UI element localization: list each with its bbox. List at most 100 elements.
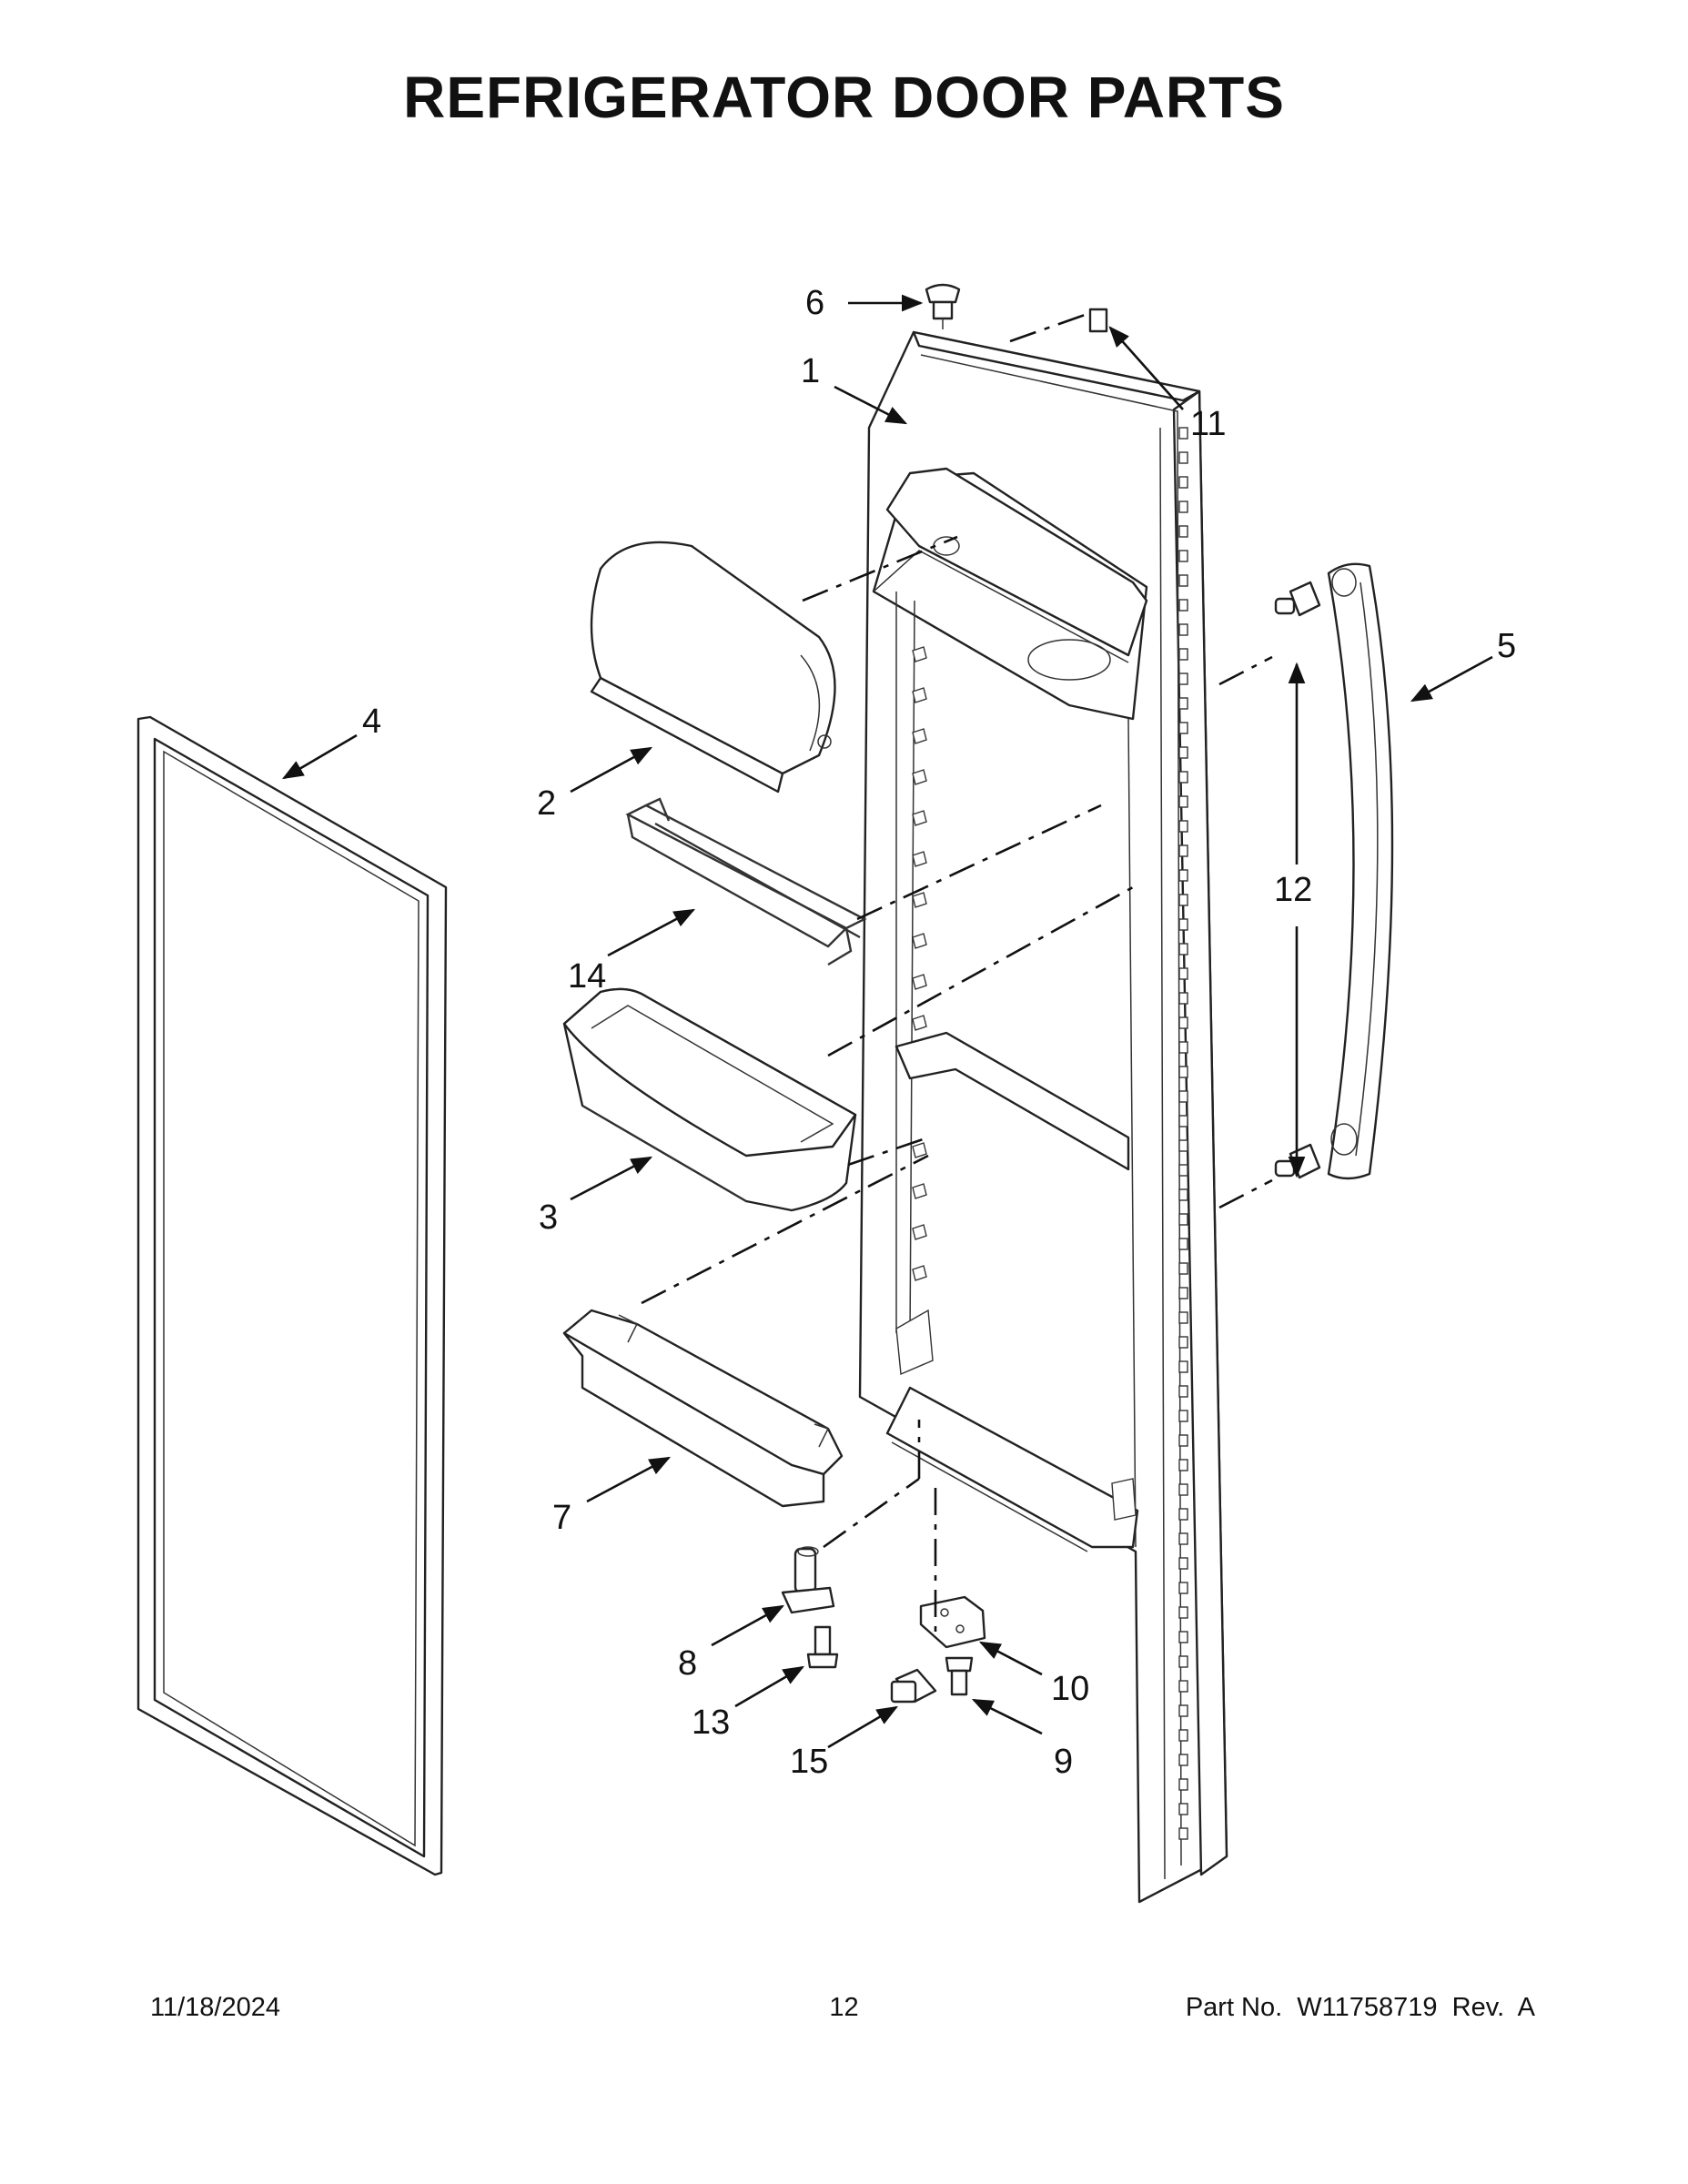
gasket-channel-tick bbox=[1178, 746, 1188, 759]
gasket-channel-tick bbox=[1178, 1827, 1188, 1840]
callout-13: 13 bbox=[692, 1704, 730, 1742]
gasket-channel-tick bbox=[1178, 525, 1188, 538]
gasket-channel-tick bbox=[1178, 1115, 1188, 1127]
liner-shelf-tab bbox=[912, 851, 927, 867]
hinge-screw bbox=[806, 1625, 839, 1669]
page-title: REFRIGERATOR DOOR PARTS bbox=[403, 65, 1285, 130]
footer-part-number: Part No. W11758719 Rev. A bbox=[1185, 1993, 1535, 2022]
callout-14: 14 bbox=[568, 957, 606, 996]
handle-mounting-stud-upper bbox=[1274, 581, 1321, 617]
gasket-channel-tick bbox=[1178, 599, 1188, 612]
liner-shelf-tab bbox=[912, 1183, 927, 1199]
lower-door-bin bbox=[562, 1309, 844, 1508]
callout-8: 8 bbox=[678, 1644, 697, 1683]
callout-10: 10 bbox=[1051, 1670, 1089, 1708]
liner-shelf-tab bbox=[912, 933, 927, 949]
callout-9: 9 bbox=[1054, 1743, 1073, 1781]
gasket-channel-tick bbox=[1178, 1139, 1188, 1152]
door-handle bbox=[1327, 562, 1394, 1180]
liner-shelf-tab bbox=[912, 892, 927, 908]
liner-shelf-tab bbox=[912, 1015, 927, 1031]
gasket-channel-tick bbox=[1178, 672, 1188, 685]
gasket-channel-tick bbox=[1178, 451, 1188, 464]
liner-shelf-tab bbox=[912, 687, 927, 703]
bracket-screw bbox=[945, 1656, 974, 1696]
door-hinge-pin bbox=[781, 1546, 835, 1614]
gasket-channel-tick bbox=[1178, 1041, 1188, 1054]
liner-shelf-tab bbox=[912, 974, 927, 990]
door-label bbox=[1088, 308, 1108, 333]
gasket-channel-tick bbox=[1178, 1188, 1188, 1201]
gasket-channel-tick bbox=[1178, 1016, 1188, 1029]
callout-5: 5 bbox=[1497, 627, 1516, 665]
gasket-channel-tick bbox=[1178, 476, 1188, 489]
callout-11: 11 bbox=[1190, 405, 1226, 443]
callout-2: 2 bbox=[537, 784, 556, 823]
gasket-channel-tick bbox=[1178, 1655, 1188, 1668]
gasket-channel-ticks bbox=[1178, 427, 1188, 1840]
dairy-compartment-door bbox=[590, 541, 836, 794]
gasket-channel-tick bbox=[1178, 1287, 1188, 1299]
gasket-channel-tick bbox=[1178, 992, 1188, 1005]
gasket-channel-tick bbox=[1178, 894, 1188, 906]
gasket-channel-tick bbox=[1178, 1606, 1188, 1619]
gasket-channel-tick bbox=[1178, 1778, 1188, 1791]
gasket-channel-tick bbox=[1178, 1532, 1188, 1545]
callout-6: 6 bbox=[805, 284, 824, 322]
door-liner bbox=[858, 330, 1228, 1904]
gasket-channel-tick bbox=[1178, 1508, 1188, 1521]
gasket-channel-tick bbox=[1178, 1754, 1188, 1766]
liner-shelf-tab bbox=[912, 728, 927, 744]
callout-1: 1 bbox=[801, 352, 820, 390]
gasket-channel-tick bbox=[1178, 574, 1188, 587]
gasket-channel-tick bbox=[1178, 1704, 1188, 1717]
gasket-channel-tick bbox=[1178, 1213, 1188, 1226]
liner-shelf-tab bbox=[912, 769, 927, 785]
gasket-channel-tick bbox=[1178, 1459, 1188, 1471]
gasket-channel-tick bbox=[1178, 1483, 1188, 1496]
callout-12: 12 bbox=[1274, 871, 1312, 909]
gasket-channel-tick bbox=[1178, 623, 1188, 636]
gasket-channel-tick bbox=[1178, 771, 1188, 784]
gasket-channel-tick bbox=[1178, 795, 1188, 808]
liner-shelf-tab bbox=[912, 1142, 927, 1158]
gasket-channel-tick bbox=[1178, 1262, 1188, 1275]
liner-shelf-tab bbox=[912, 1265, 927, 1281]
gasket-channel-tick bbox=[1178, 1803, 1188, 1815]
gasket-channel-tick bbox=[1178, 722, 1188, 734]
liner-shelf-tabs bbox=[912, 646, 927, 1281]
gasket-channel-tick bbox=[1178, 844, 1188, 857]
gasket-channel-tick bbox=[1178, 1238, 1188, 1250]
gasket-channel-tick bbox=[1178, 918, 1188, 931]
footer-date: 11/18/2024 bbox=[150, 1993, 280, 2022]
gasket-channel-tick bbox=[1178, 427, 1188, 440]
wire-shelf-rack bbox=[625, 797, 867, 966]
gasket-channel-tick bbox=[1178, 1557, 1188, 1570]
gasket-channel-tick bbox=[1178, 697, 1188, 710]
gasket-channel-tick bbox=[1178, 1336, 1188, 1349]
callout-7: 7 bbox=[552, 1499, 571, 1537]
door-bin bbox=[562, 987, 857, 1212]
door-closer-cam bbox=[890, 1668, 937, 1704]
gasket-channel-tick bbox=[1178, 943, 1188, 956]
gasket-channel-tick bbox=[1178, 1729, 1188, 1742]
callout-15: 15 bbox=[790, 1743, 828, 1781]
gasket-channel-tick bbox=[1178, 500, 1188, 513]
gasket-channel-tick bbox=[1178, 1066, 1188, 1078]
gasket-channel-tick bbox=[1178, 550, 1188, 562]
gasket-channel-tick bbox=[1178, 1090, 1188, 1103]
gasket-channel-tick bbox=[1178, 1410, 1188, 1422]
gasket-channel-tick bbox=[1178, 967, 1188, 980]
callout-4: 4 bbox=[362, 703, 381, 741]
gasket-channel-tick bbox=[1178, 1631, 1188, 1643]
leader-arrows bbox=[281, 294, 1493, 1749]
gasket-channel-tick bbox=[1178, 1164, 1188, 1177]
door-gasket bbox=[136, 715, 448, 1876]
gasket-channel-tick bbox=[1178, 1385, 1188, 1398]
footer-page-number: 12 bbox=[829, 1993, 859, 2022]
gasket-channel-tick bbox=[1178, 1311, 1188, 1324]
liner-shelf-tab bbox=[912, 1224, 927, 1240]
gasket-channel-tick bbox=[1178, 869, 1188, 882]
hinge-bracket bbox=[919, 1595, 986, 1649]
